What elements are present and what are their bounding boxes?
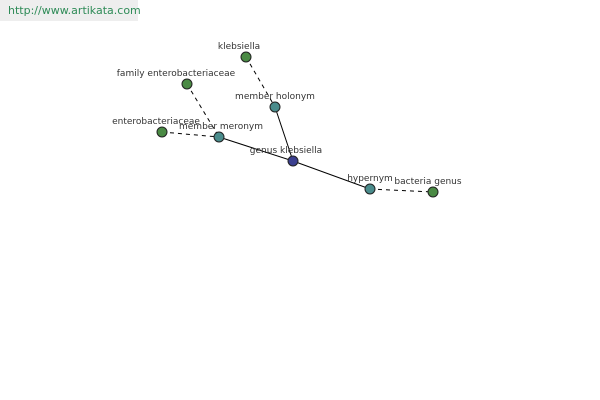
edge-hypernym-to-bacteria-genus (369, 188, 434, 193)
edge-enterobacteriaceae-to-member-meronym (161, 131, 220, 138)
edge-member-holonym-to-genus-klebsiella (274, 106, 294, 162)
node-family-entero[interactable] (181, 78, 193, 90)
node-label-klebsiella: klebsiella (218, 42, 260, 52)
node-bacteria-genus[interactable] (427, 186, 439, 198)
node-label-family-entero: family enterobacteriaceae (117, 69, 236, 79)
node-genus-klebsiella[interactable] (287, 155, 299, 167)
node-member-meronym[interactable] (213, 131, 225, 143)
node-hypernym[interactable] (364, 183, 376, 195)
node-label-bacteria-genus: bacteria genus (394, 177, 461, 187)
graph-labels: klebsiella family enterobacteriaceae membe… (112, 42, 462, 187)
node-klebsiella[interactable] (240, 51, 252, 63)
edge-family-entero-to-member-meronym (186, 83, 220, 138)
node-label-member-holonym: member holonym (235, 92, 315, 102)
node-label-enterobacteriaceae: enterobacteriaceae (112, 117, 200, 127)
node-label-genus-klebsiella: genus klebsiella (250, 146, 322, 156)
edge-member-meronym-to-genus-klebsiella (218, 136, 294, 162)
node-label-member-meronym: member meronym (179, 122, 263, 132)
graph-edges (161, 56, 434, 193)
edge-genus-klebsiella-to-hypernym (292, 160, 371, 190)
node-label-hypernym: hypernym (347, 174, 393, 184)
edge-klebsiella-to-member-holonym (245, 56, 276, 108)
node-member-holonym[interactable] (269, 101, 281, 113)
graph-nodes (156, 51, 439, 198)
site-url-watermark: http://www.artikata.com (0, 0, 141, 21)
node-enterobacteriaceae[interactable] (156, 126, 168, 138)
